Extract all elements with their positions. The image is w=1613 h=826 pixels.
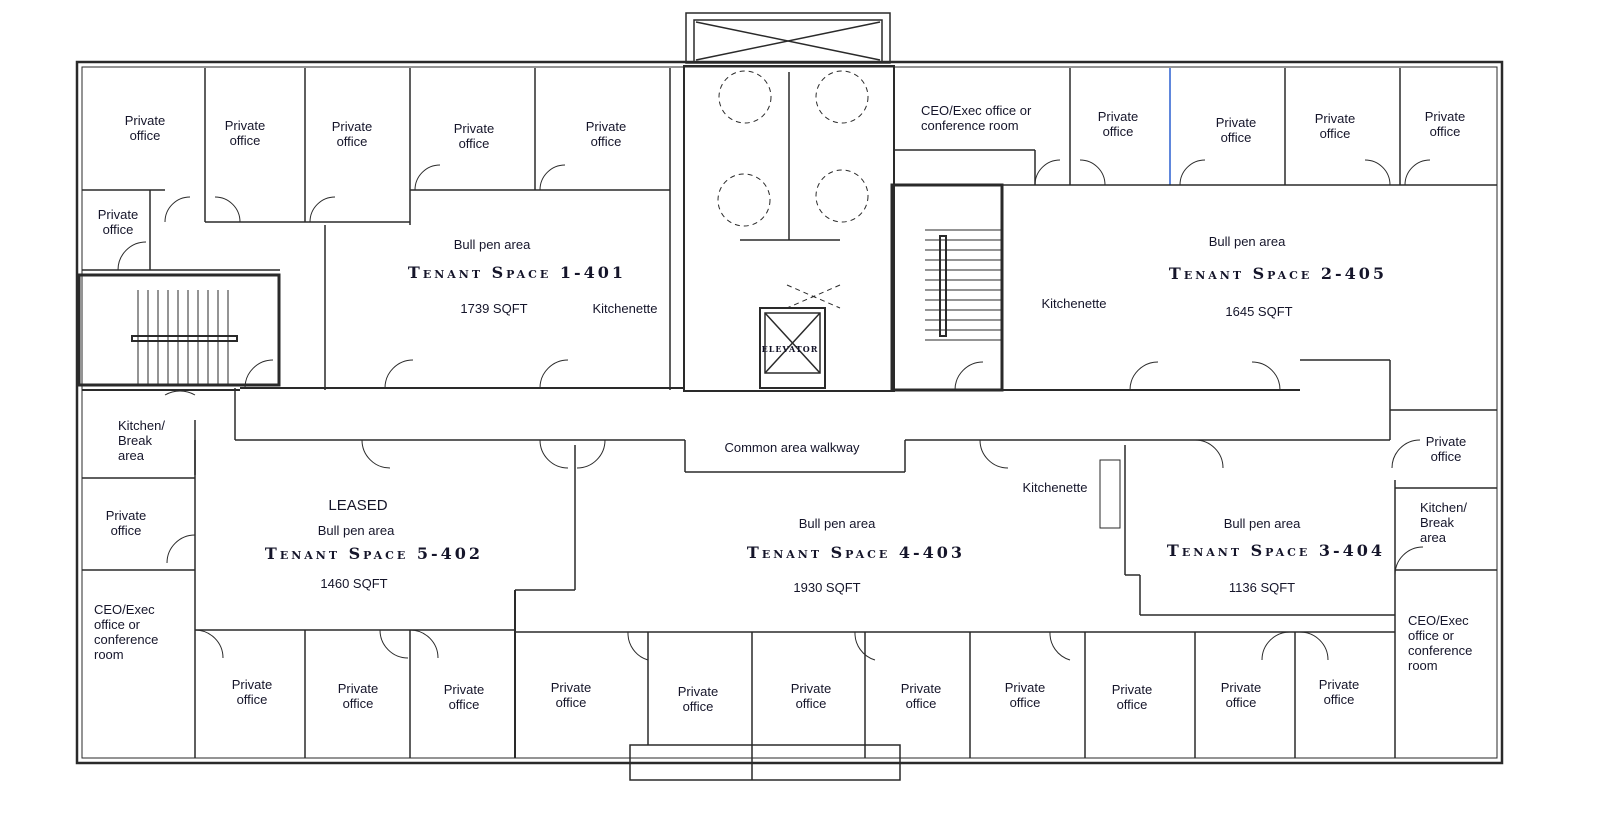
space1-kitchenette: Kitchenette xyxy=(592,301,658,316)
space5-name: Tenant Space 5-402 xyxy=(264,544,484,563)
space2-bullpen-label: Bull pen area xyxy=(1208,234,1286,249)
room-label-private-office: Private office xyxy=(224,118,266,148)
room-label-private-office: Private office xyxy=(331,119,373,149)
space3-kitchen-label: Kitchen/ Break area xyxy=(1420,500,1467,545)
space5-ceo-office: CEO/Exec office or conference room xyxy=(94,602,159,662)
room-label-private-office: Private office xyxy=(1004,680,1046,710)
room-label-private-office: Private office xyxy=(1097,109,1139,139)
stair-treads-right xyxy=(925,229,1002,341)
space2-name: Tenant Space 2-405 xyxy=(1168,264,1388,283)
space4-bullpen-label: Bull pen area xyxy=(798,516,876,531)
elevator-label: Elevator xyxy=(761,344,819,354)
space3-ceo-office: CEO/Exec office or conference room xyxy=(1408,613,1473,673)
space1-sqft: 1739 SQFT xyxy=(460,301,528,316)
space3-sqft: 1136 SQFT xyxy=(1228,580,1296,595)
space3-private-office: Private office xyxy=(1425,434,1467,464)
room-label-private-office: Private office xyxy=(124,113,166,143)
space3-bullpen-label: Bull pen area xyxy=(1223,516,1301,531)
space2-kitchenette: Kitchenette xyxy=(1041,296,1107,311)
stairwell-right xyxy=(890,183,1004,392)
room-label-private-office: Private office xyxy=(337,681,379,711)
room-label-private-office: Private office xyxy=(1215,115,1257,145)
room-label-private-office: Private office xyxy=(97,207,139,237)
space5-bullpen-label: Bull pen area xyxy=(317,523,395,538)
room-label-private-office: Private office xyxy=(443,682,485,712)
room-label-private-office: Private office xyxy=(1318,677,1360,707)
room-label-private-office: Private office xyxy=(1220,680,1262,710)
room-label-private-office: Private office xyxy=(231,677,273,707)
room-label-private-office: Private office xyxy=(1314,111,1356,141)
walkway-label: Common area walkway xyxy=(724,440,860,455)
stairwell-left xyxy=(77,273,281,387)
space4-name: Tenant Space 4-403 xyxy=(746,543,966,562)
room-label-private-office: Private office xyxy=(585,119,627,149)
room-label-private-office: Private office xyxy=(677,684,719,714)
door-swings xyxy=(117,159,1431,661)
room-label-private-office: Private office xyxy=(790,681,832,711)
room-label-private-office: Private office xyxy=(453,121,495,151)
stair-treads-left xyxy=(137,290,229,385)
space5-private-office: Private office xyxy=(105,508,147,538)
room-label-private-office: Private office xyxy=(1111,682,1153,712)
room-label-ceo-office: CEO/Exec office or conference room xyxy=(921,103,1032,133)
space5-kitchen-label: Kitchen/ Break area xyxy=(118,418,165,463)
space4-kitchenette: Kitchenette xyxy=(1022,480,1088,495)
balcony xyxy=(685,12,891,64)
room-label-private-office: Private office xyxy=(550,680,592,710)
office-walls xyxy=(82,68,1497,781)
room-label-private-office: Private office xyxy=(900,681,942,711)
space5-sqft: 1460 SQFT xyxy=(320,576,388,591)
room-label-private-office: Private office xyxy=(1424,109,1466,139)
space3-name: Tenant Space 3-404 xyxy=(1166,541,1386,560)
space5-leased-status: LEASED xyxy=(328,497,388,514)
core xyxy=(683,65,895,392)
space2-sqft: 1645 SQFT xyxy=(1225,304,1293,319)
bottom-bay xyxy=(629,744,901,781)
space1-bullpen-label: Bull pen area xyxy=(453,237,531,252)
space4-sqft: 1930 SQFT xyxy=(793,580,861,595)
elevator-shaft xyxy=(759,307,826,389)
space1-name: Tenant Space 1-401 xyxy=(407,263,627,282)
